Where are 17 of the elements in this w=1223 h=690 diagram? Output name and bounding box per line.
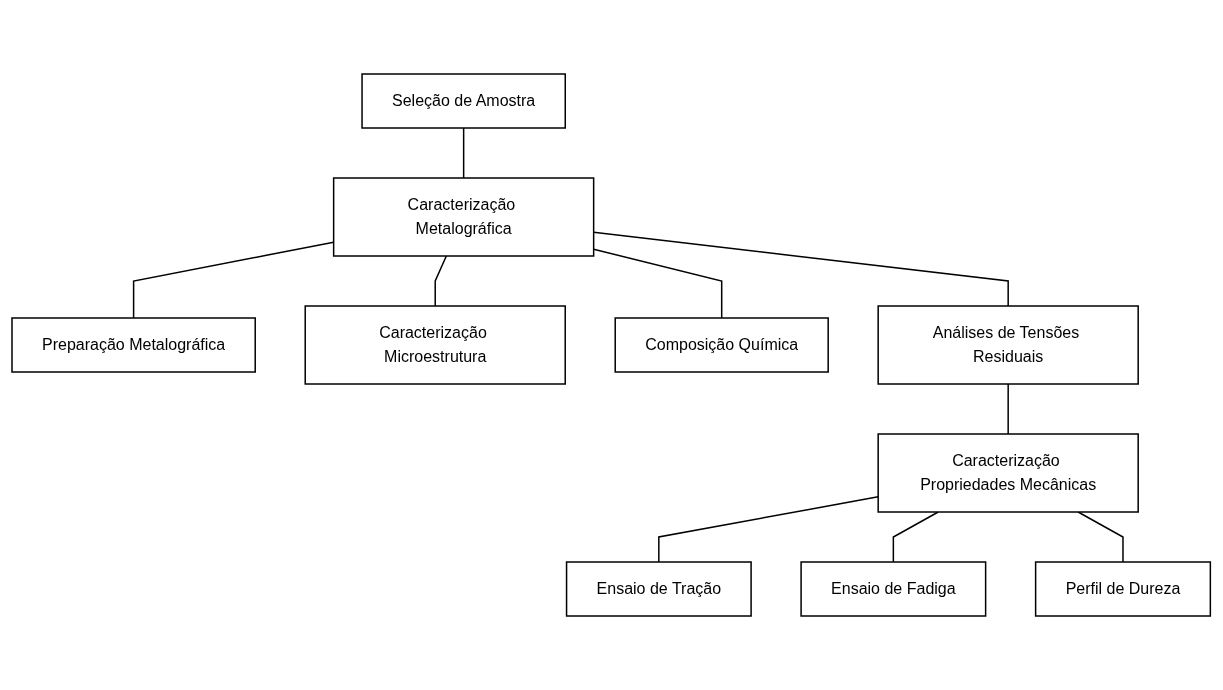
node-box: Seleção de Amostra: [361, 73, 567, 129]
node-box: Preparação Metalográfica: [11, 317, 257, 373]
node-box: Composição Química: [614, 317, 830, 373]
node-box: Ensaio de Tração: [566, 561, 753, 617]
connector: [1077, 511, 1125, 563]
node-box: Caracterização Metalográfica: [333, 177, 595, 257]
connector: [593, 248, 723, 319]
node-box: Perfil de Dureza: [1035, 561, 1212, 617]
connector: [892, 511, 940, 563]
node-box: Caracterização Propriedades Mecânicas: [877, 433, 1140, 513]
connector: [463, 127, 465, 179]
connector: [1007, 383, 1010, 435]
connector: [593, 231, 1010, 307]
node-box: Ensaio de Fadiga: [800, 561, 987, 617]
node-box: Caracterização Microestrutura: [304, 305, 567, 385]
node-box: Análises de Tensões Residuais: [877, 305, 1140, 385]
connector: [434, 255, 448, 307]
